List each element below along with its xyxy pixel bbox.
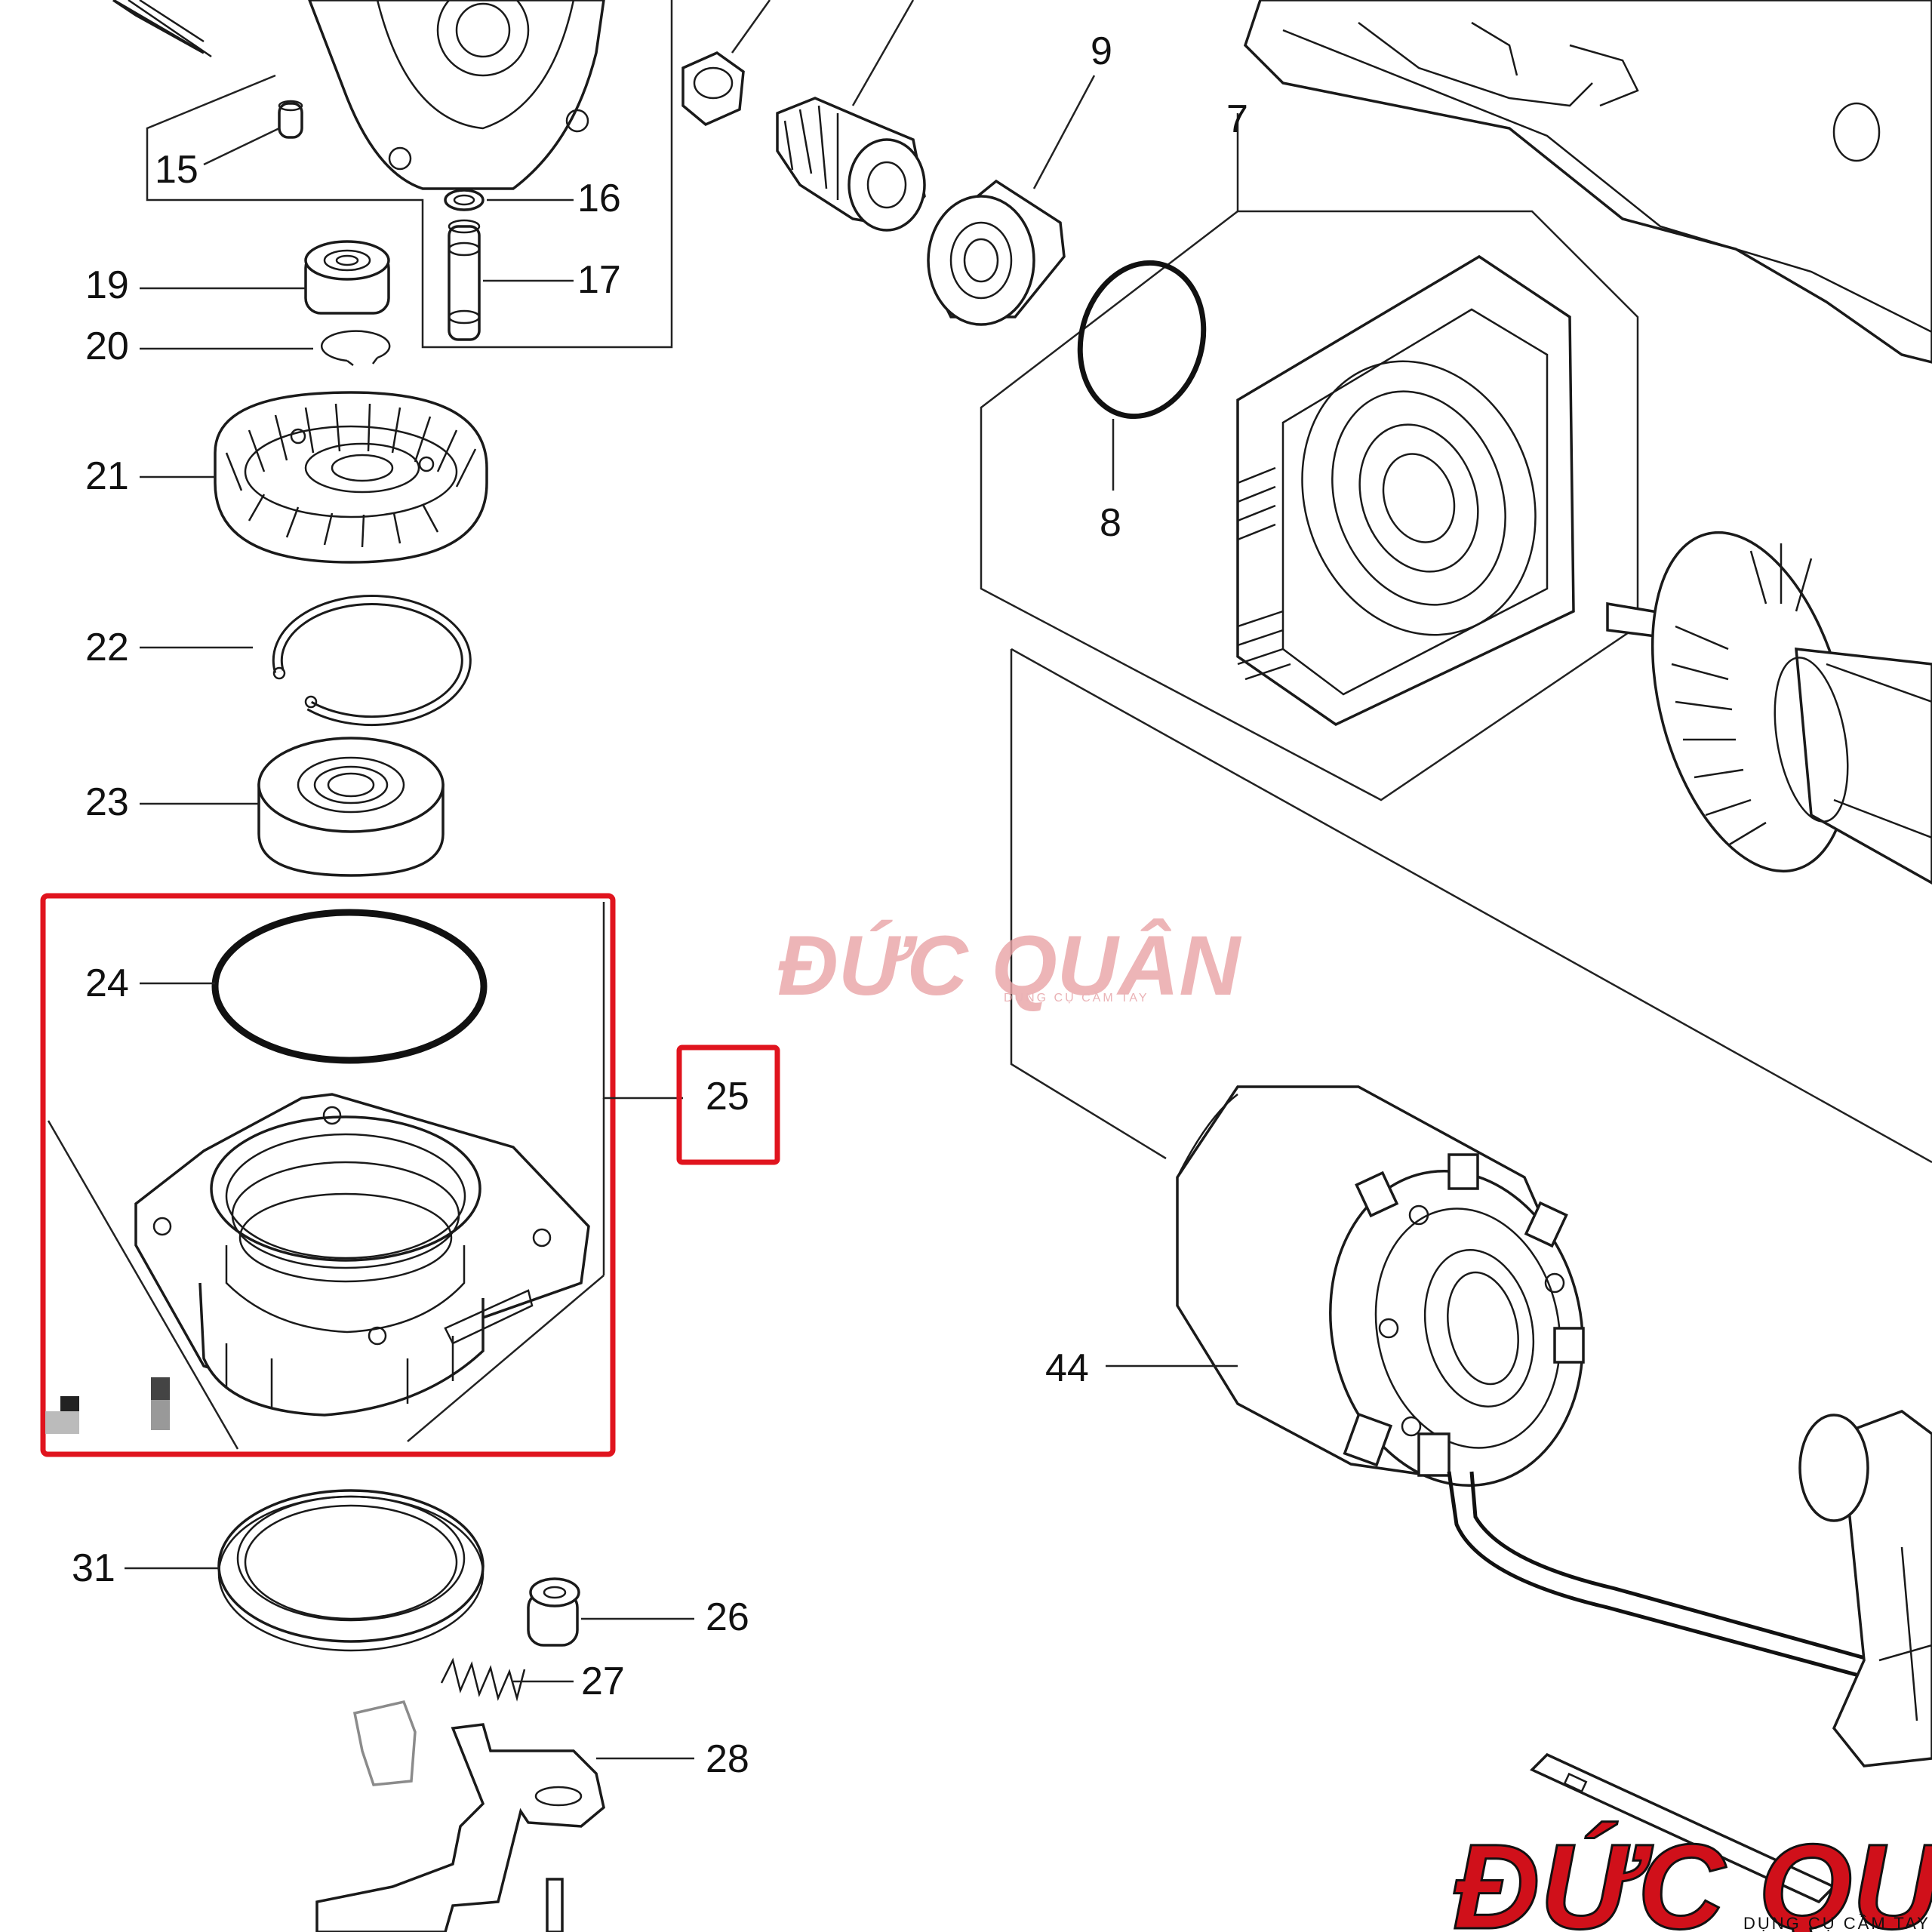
- highlight-box-callout-25: [676, 1044, 780, 1165]
- nut-part: [681, 51, 745, 127]
- part-23-bearing: [257, 737, 445, 877]
- part-44-stator: [1176, 1085, 1585, 1487]
- watermark-brand-bottom: ĐỨC QUÂN: [1453, 1819, 1932, 1932]
- pixel-mark: [45, 1411, 79, 1434]
- watermark-tagline-bottom: DỤNG CỤ CẦM TAY: [1743, 1914, 1930, 1932]
- pixel-mark: [151, 1400, 170, 1430]
- rear-housing-part: [1798, 1410, 1932, 1767]
- callout-20: 20: [85, 325, 129, 368]
- part-26-bushing: [527, 1577, 580, 1647]
- callout-7: 7: [1226, 97, 1248, 141]
- callout-9: 9: [1091, 29, 1112, 73]
- part-9-bearing: [927, 179, 1066, 326]
- part-bearing-box: [134, 1093, 590, 1417]
- callout-19: 19: [85, 263, 129, 307]
- part-28-lever: [315, 1700, 605, 1932]
- part-24-o-ring: [211, 909, 488, 1064]
- callout-24: 24: [85, 961, 129, 1005]
- part-19-bearing: [304, 240, 390, 315]
- part-31-ring: [217, 1489, 485, 1652]
- brush-part: [1529, 1752, 1837, 1904]
- part-20-snap-ring: [321, 330, 391, 366]
- watermark-tagline-center: DỤNG CỤ CẦM TAY: [1004, 990, 1149, 1004]
- pixel-mark: [151, 1377, 170, 1400]
- pinion-gear-part: [776, 97, 926, 232]
- stator-lead-wires: [1447, 1471, 1903, 1685]
- callout-44: 44: [1045, 1346, 1089, 1390]
- gear-housing-fragment: [112, 0, 605, 190]
- part-17-shaft: [448, 219, 481, 341]
- brand-watermark-bottom: ĐỨC QUÂN DỤNG CỤ CẦM TAY: [1452, 1818, 1932, 1932]
- callout-22: 22: [85, 626, 129, 669]
- callout-15: 15: [155, 148, 198, 192]
- motor-housing-part: [1243, 0, 1932, 364]
- callout-31: 31: [72, 1546, 115, 1590]
- armature-part: [1606, 531, 1932, 885]
- watermark-brand-center: ĐỨC QUÂN: [777, 918, 1241, 1013]
- callout-8: 8: [1100, 501, 1121, 545]
- callout-23: 23: [85, 780, 129, 824]
- callout-25: 25: [706, 1075, 749, 1118]
- brand-watermark-center: ĐỨC QUÂN DỤNG CỤ CẦM TAY: [777, 918, 1241, 1013]
- part-22-retaining-ring: [272, 595, 472, 727]
- highlight-box-assembly: [40, 893, 616, 1457]
- part-7-fan-housing: [1236, 254, 1575, 727]
- part-16-washer: [444, 189, 485, 211]
- callout-17: 17: [577, 258, 621, 302]
- callout-26: 26: [706, 1595, 749, 1639]
- part-8-o-ring: [1077, 260, 1207, 420]
- part-15-pin: [278, 100, 303, 139]
- callout-27: 27: [581, 1660, 625, 1703]
- callout-28: 28: [706, 1737, 749, 1781]
- part-27-spring: [440, 1657, 526, 1702]
- part-21-bevel-gear: [214, 391, 488, 564]
- callout-21: 21: [85, 454, 129, 498]
- callout-16: 16: [577, 177, 621, 220]
